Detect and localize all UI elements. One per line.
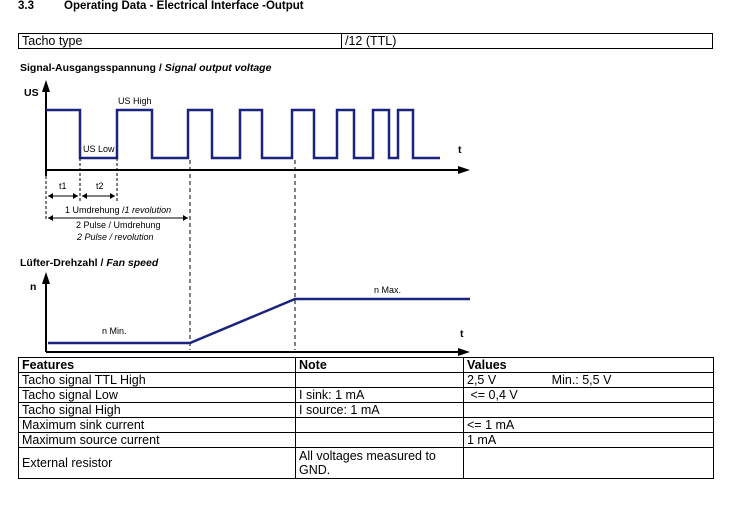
pulse-en-label: 2 Pulse / revolution bbox=[76, 232, 154, 242]
speed-x-arrow bbox=[458, 348, 470, 356]
pulse-de-label: 2 Pulse / Umdrehung bbox=[76, 220, 161, 230]
table-header-row: Features Note Values bbox=[18, 357, 714, 373]
value-cell: 1 mA bbox=[463, 432, 714, 448]
table-row: Maximum sink current <= 1 mA bbox=[18, 417, 714, 433]
feature-cell: External resistor bbox=[18, 447, 296, 479]
table-row: Tacho type /12 (TTL) bbox=[18, 33, 713, 49]
speed-curve bbox=[48, 297, 470, 345]
value-text: 2,5 V bbox=[467, 373, 497, 387]
speed-chart-title: Lüfter-Drehzahl / Fan speed bbox=[20, 257, 159, 269]
note-cell bbox=[295, 432, 464, 448]
section-title: Operating Data - Electrical Interface -O… bbox=[64, 0, 304, 12]
table-row: External resistor All voltages measured … bbox=[18, 447, 714, 479]
speed-x-label: t bbox=[460, 328, 464, 340]
n-max-label: n Max. bbox=[374, 285, 401, 295]
note-cell bbox=[295, 372, 464, 388]
header-values: Values bbox=[463, 357, 714, 373]
header-note: Note bbox=[295, 357, 464, 373]
revolution-label: 1 Umdrehung /1 revolution bbox=[65, 205, 171, 215]
table-row: Maximum source current 1 mA bbox=[18, 432, 714, 448]
feature-cell: Tacho signal High bbox=[18, 402, 296, 418]
value-cell: 2,5 V Min.: 5,5 V bbox=[463, 372, 714, 388]
note-cell bbox=[295, 417, 464, 433]
signal-waveform bbox=[46, 108, 440, 160]
table-row: Tacho signal High I source: 1 mA bbox=[18, 402, 714, 418]
feature-cell: Tacho signal TTL High bbox=[18, 372, 296, 388]
signal-chart-title: Signal-Ausgangsspannung / Signal output … bbox=[20, 62, 271, 74]
note-cell: I sink: 1 mA bbox=[295, 387, 464, 403]
value-extra: Min.: 5,5 V bbox=[551, 373, 612, 387]
tacho-type-label: Tacho type bbox=[18, 33, 342, 49]
table-row: Tacho signal Low I sink: 1 mA <= 0,4 V bbox=[18, 387, 714, 403]
tacho-type-table: Tacho type /12 (TTL) bbox=[18, 33, 713, 49]
feature-cell: Maximum source current bbox=[18, 432, 296, 448]
note-cell: I source: 1 mA bbox=[295, 402, 464, 418]
tacho-type-value: /12 (TTL) bbox=[341, 33, 713, 49]
value-cell bbox=[463, 402, 714, 418]
signal-title-en: Signal output voltage bbox=[164, 62, 272, 74]
us-low-label: US Low bbox=[83, 144, 115, 154]
features-table: Features Note Values Tacho signal TTL Hi… bbox=[18, 357, 714, 479]
note-cell: All voltages measured to GND. bbox=[295, 447, 464, 479]
feature-cell: Maximum sink current bbox=[18, 417, 296, 433]
value-cell bbox=[463, 447, 714, 479]
table-row: Tacho signal TTL High 2,5 V Min.: 5,5 V bbox=[18, 372, 714, 388]
speed-y-label: n bbox=[30, 281, 36, 293]
feature-cell: Tacho signal Low bbox=[18, 387, 296, 403]
speed-y-arrow bbox=[42, 272, 50, 284]
value-cell: <= 1 mA bbox=[463, 417, 714, 433]
t2-label: t2 bbox=[96, 181, 104, 191]
value-cell: <= 0,4 V bbox=[463, 387, 714, 403]
header-features: Features bbox=[18, 357, 296, 373]
us-high-label: US High bbox=[118, 96, 152, 106]
signal-title-de: Signal-Ausgangsspannung / bbox=[20, 62, 165, 74]
n-min-label: n Min. bbox=[102, 326, 127, 336]
signal-y-arrow bbox=[42, 80, 50, 92]
t1-label: t1 bbox=[59, 181, 67, 191]
timing-diagrams: US t US High US Low t1 t2 1 Umdrehung /1… bbox=[20, 80, 470, 356]
signal-y-label: US bbox=[24, 87, 39, 99]
signal-x-arrow bbox=[458, 166, 470, 174]
section-number: 3.3 bbox=[18, 0, 34, 12]
signal-x-label: t bbox=[458, 144, 462, 156]
